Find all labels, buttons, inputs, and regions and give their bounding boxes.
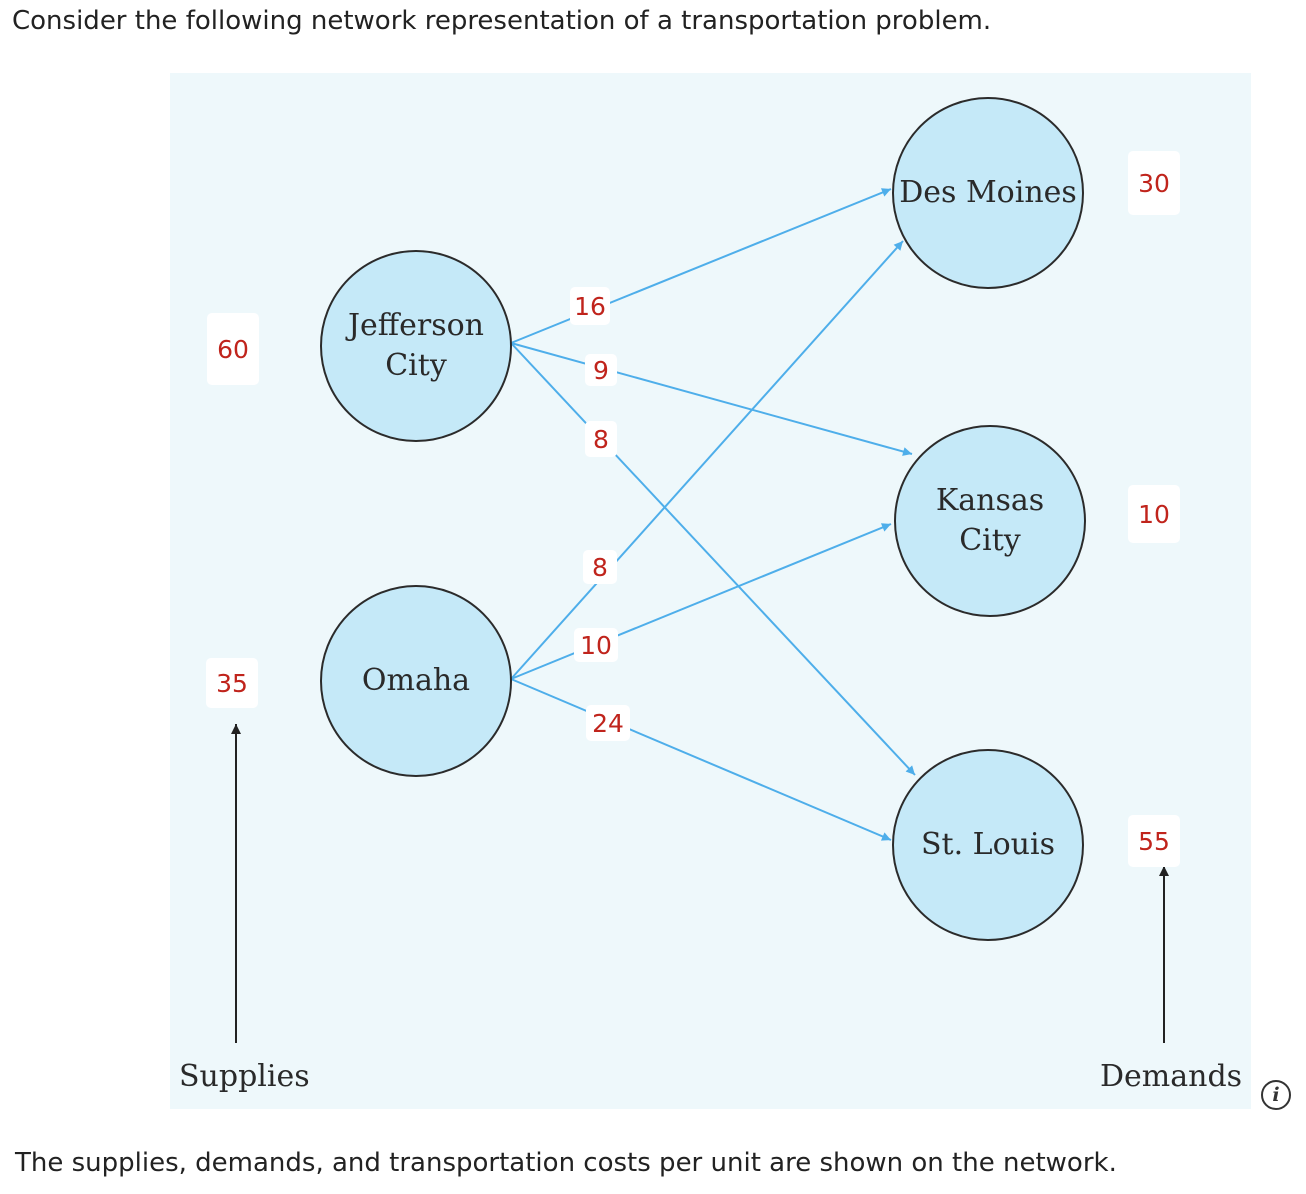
demand-value-kansas-city: 10 xyxy=(1128,485,1180,543)
cost-omaha-des-moines: 8 xyxy=(583,550,617,584)
supply-value-omaha: 35 xyxy=(206,658,258,708)
arc-jefferson-to-kansas xyxy=(510,342,913,456)
arc-omaha-to-desmoines xyxy=(510,240,904,680)
cost-jefferson-kansas-city: 9 xyxy=(585,354,617,386)
cost-omaha-st-louis: 24 xyxy=(586,705,630,741)
arc-jefferson-to-desmoines xyxy=(510,188,892,344)
demands-label: Demands xyxy=(1100,1059,1243,1094)
question-intro: Consider the following network represent… xyxy=(12,6,992,36)
info-icon[interactable]: i xyxy=(1261,1080,1291,1110)
cost-jefferson-des-moines: 16 xyxy=(570,287,610,325)
network-arcs xyxy=(231,188,1169,1043)
cost-jefferson-st-louis: 8 xyxy=(585,421,617,457)
demand-value-st-louis: 55 xyxy=(1128,815,1180,867)
cost-omaha-kansas-city: 10 xyxy=(574,628,618,662)
arc-jefferson-to-stlouis xyxy=(510,342,916,776)
arc-omaha-to-stlouis xyxy=(510,678,892,841)
question-outro: The supplies, demands, and transportatio… xyxy=(15,1148,1117,1178)
node-kansas-city: Kansas City xyxy=(894,425,1086,617)
demand-value-des-moines: 30 xyxy=(1128,151,1180,215)
node-jefferson-city: Jefferson City xyxy=(320,250,512,442)
supply-value-jefferson-city: 60 xyxy=(207,313,259,385)
node-des-moines: Des Moines xyxy=(892,97,1084,289)
node-st-louis: St. Louis xyxy=(892,749,1084,941)
supplies-label: Supplies xyxy=(179,1059,310,1094)
node-omaha: Omaha xyxy=(320,585,512,777)
network-diagram: Jefferson City Omaha Des Moines Kansas C… xyxy=(170,73,1251,1109)
